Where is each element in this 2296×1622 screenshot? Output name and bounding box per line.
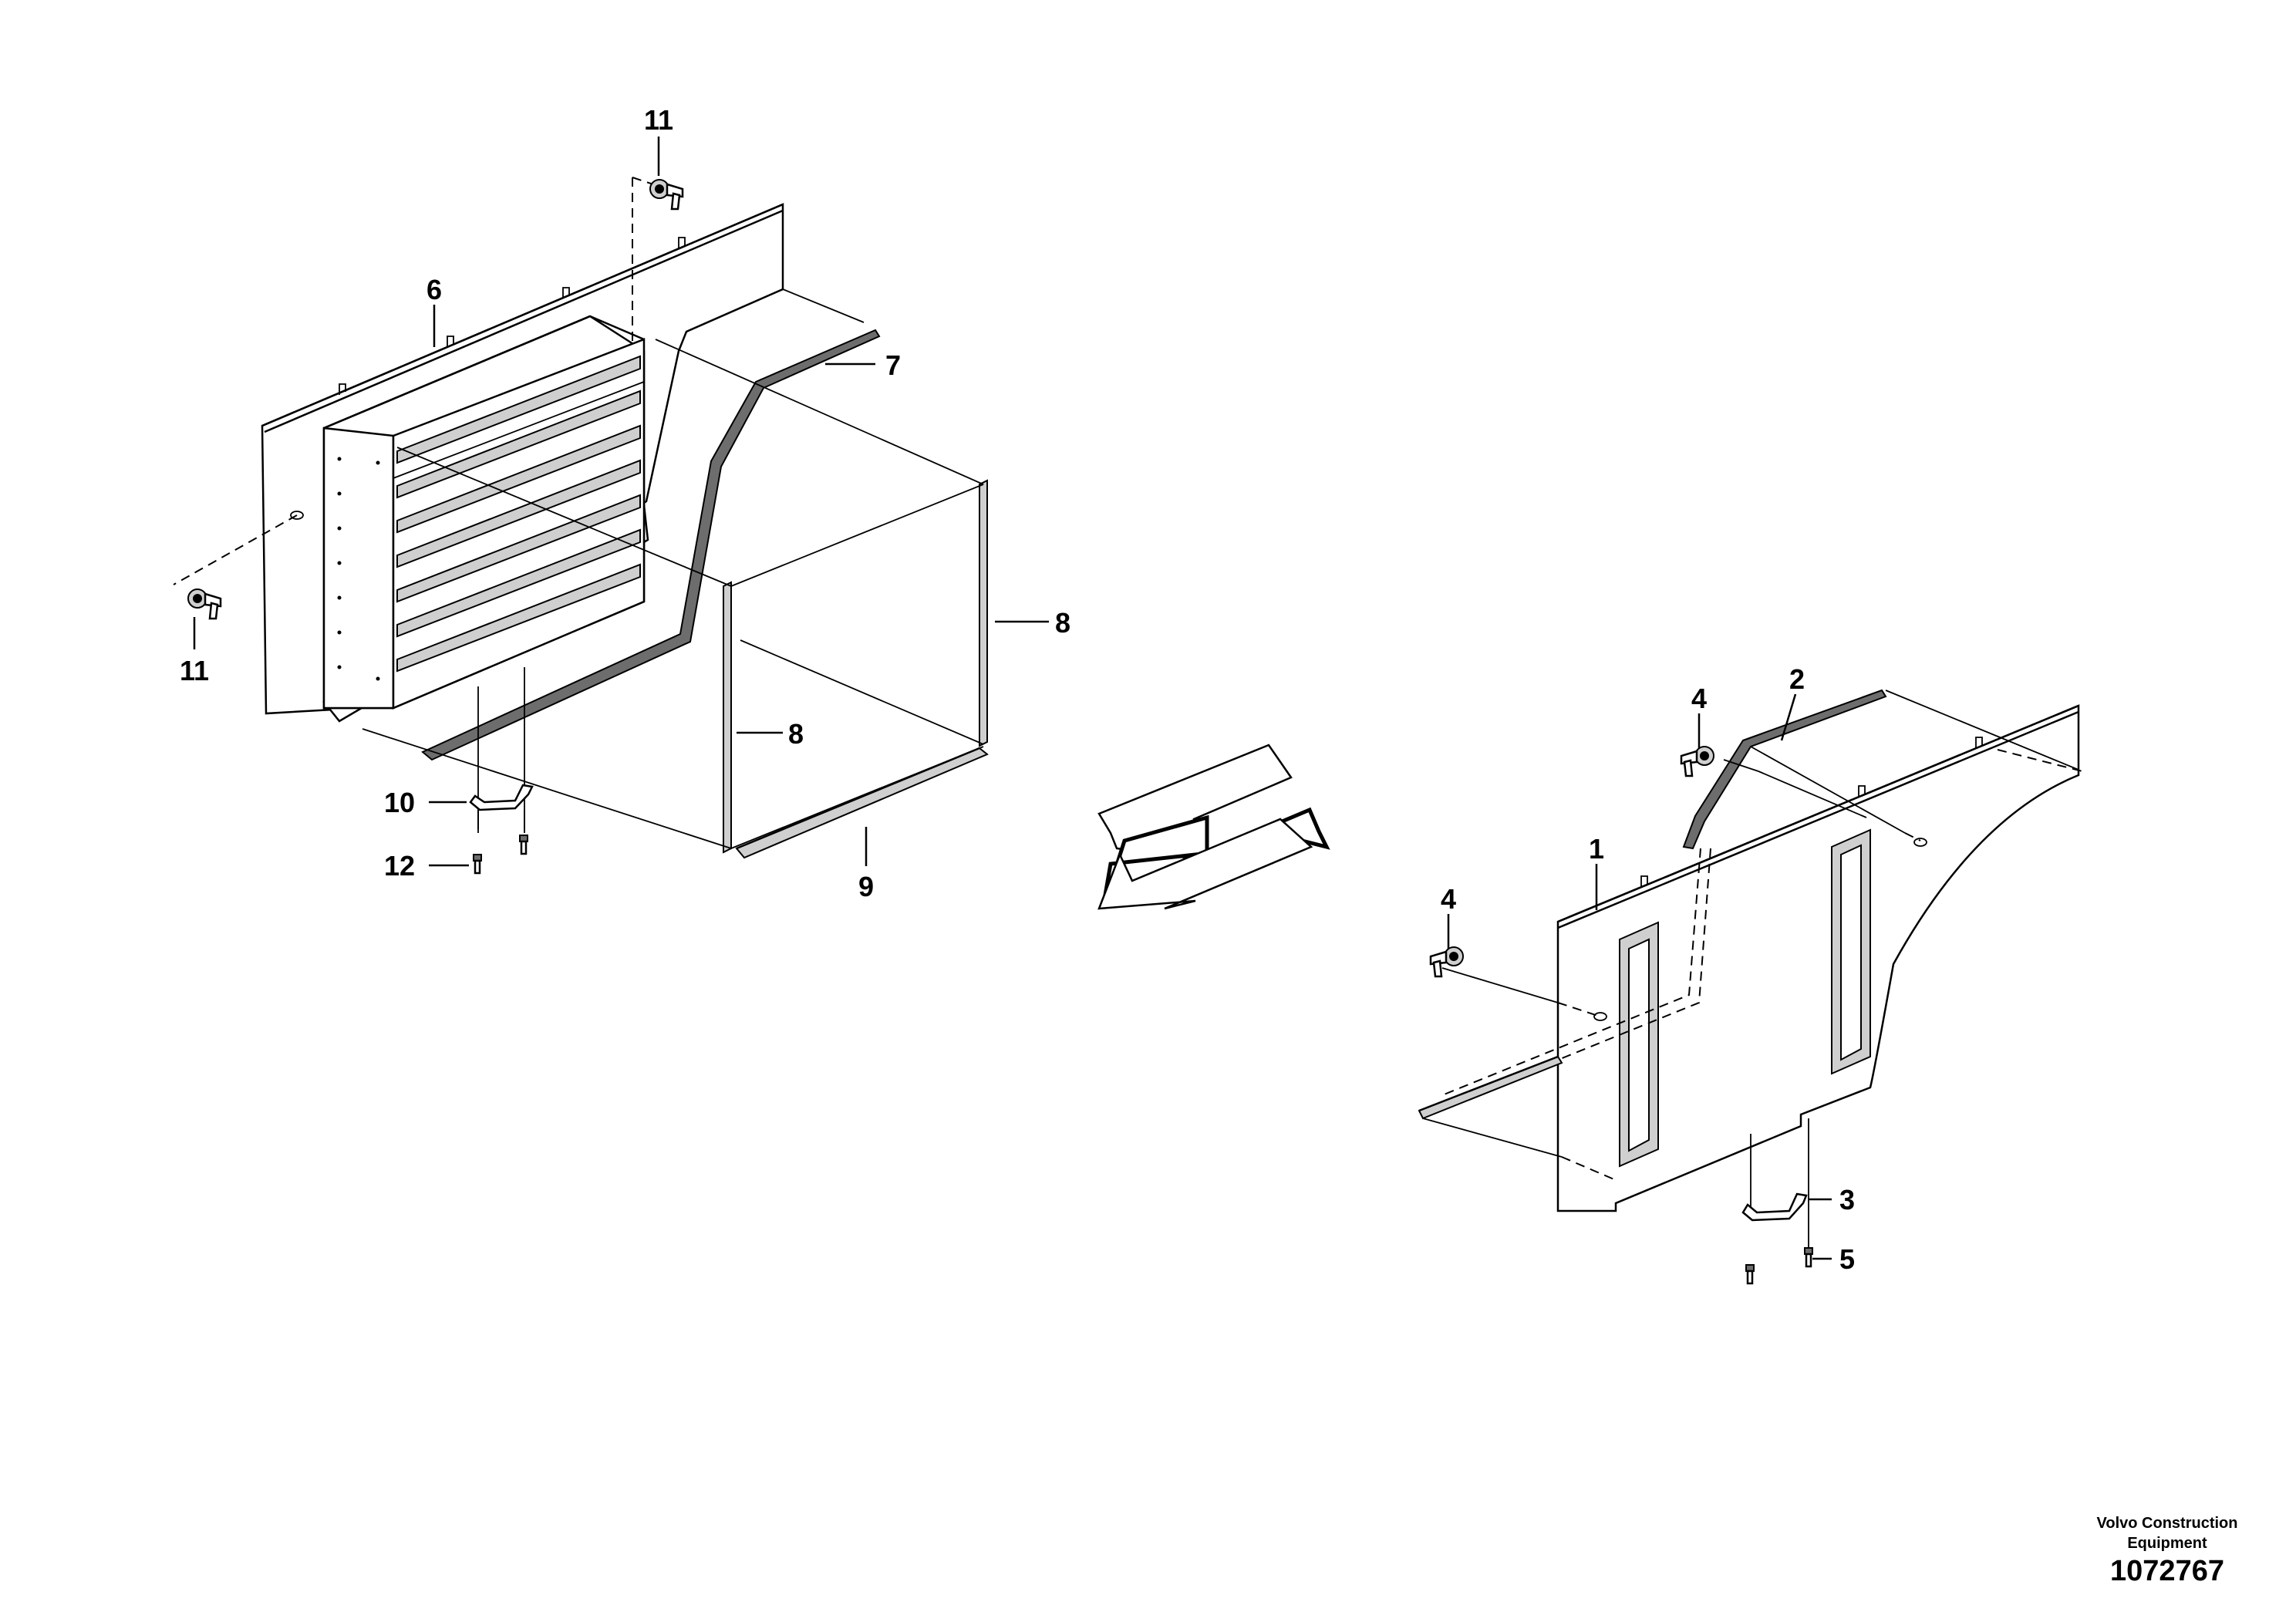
bolt-icon xyxy=(519,835,528,855)
bolt-icon xyxy=(1804,1247,1813,1268)
callout-6: 6 xyxy=(426,274,442,305)
callout-11-top: 11 xyxy=(644,104,673,136)
seal-9 xyxy=(735,747,989,859)
leader-lines xyxy=(193,137,1832,1260)
latch-icon xyxy=(1429,946,1464,978)
seal-2 xyxy=(1682,689,1887,850)
latch-icon xyxy=(1680,746,1714,777)
brand-line-2: Equipment xyxy=(2127,1535,2207,1552)
callout-1: 1 xyxy=(1589,833,1604,865)
callout-5: 5 xyxy=(1839,1243,1855,1275)
callout-10: 10 xyxy=(384,787,415,818)
louvre-slats xyxy=(396,355,641,673)
right-assembly xyxy=(1418,689,2083,1249)
callout-3: 3 xyxy=(1839,1184,1855,1216)
callout-4-lower: 4 xyxy=(1441,883,1456,915)
latch-icon xyxy=(187,588,222,620)
callout-12: 12 xyxy=(384,850,415,882)
arrow-down-left-icon xyxy=(1097,744,1330,910)
document-number: 1072767 xyxy=(2110,1555,2224,1587)
handle-icon xyxy=(469,784,534,811)
callout-9: 9 xyxy=(858,871,874,902)
bolt-icon xyxy=(1745,1264,1755,1285)
callout-4-upper: 4 xyxy=(1691,683,1707,714)
seal-8-front xyxy=(723,581,732,854)
brand-line-1: Volvo Construction xyxy=(2096,1515,2238,1532)
seal-8-rear xyxy=(979,479,988,747)
left-assembly xyxy=(173,177,989,859)
handle-icon xyxy=(1741,1192,1808,1222)
brand-caption: Volvo Construction Equipment xyxy=(2067,1513,2267,1553)
side-panel-1 xyxy=(1556,704,2080,1212)
callout-8-front: 8 xyxy=(788,718,804,750)
frame-side-holes xyxy=(337,457,380,681)
callout-8-rear: 8 xyxy=(1055,607,1070,639)
bolt-icon xyxy=(473,854,482,875)
callout-11-left: 11 xyxy=(180,655,209,686)
latch-icon xyxy=(649,179,684,211)
callout-7: 7 xyxy=(885,349,901,381)
seal-7 xyxy=(421,329,881,761)
callout-2: 2 xyxy=(1789,663,1805,695)
